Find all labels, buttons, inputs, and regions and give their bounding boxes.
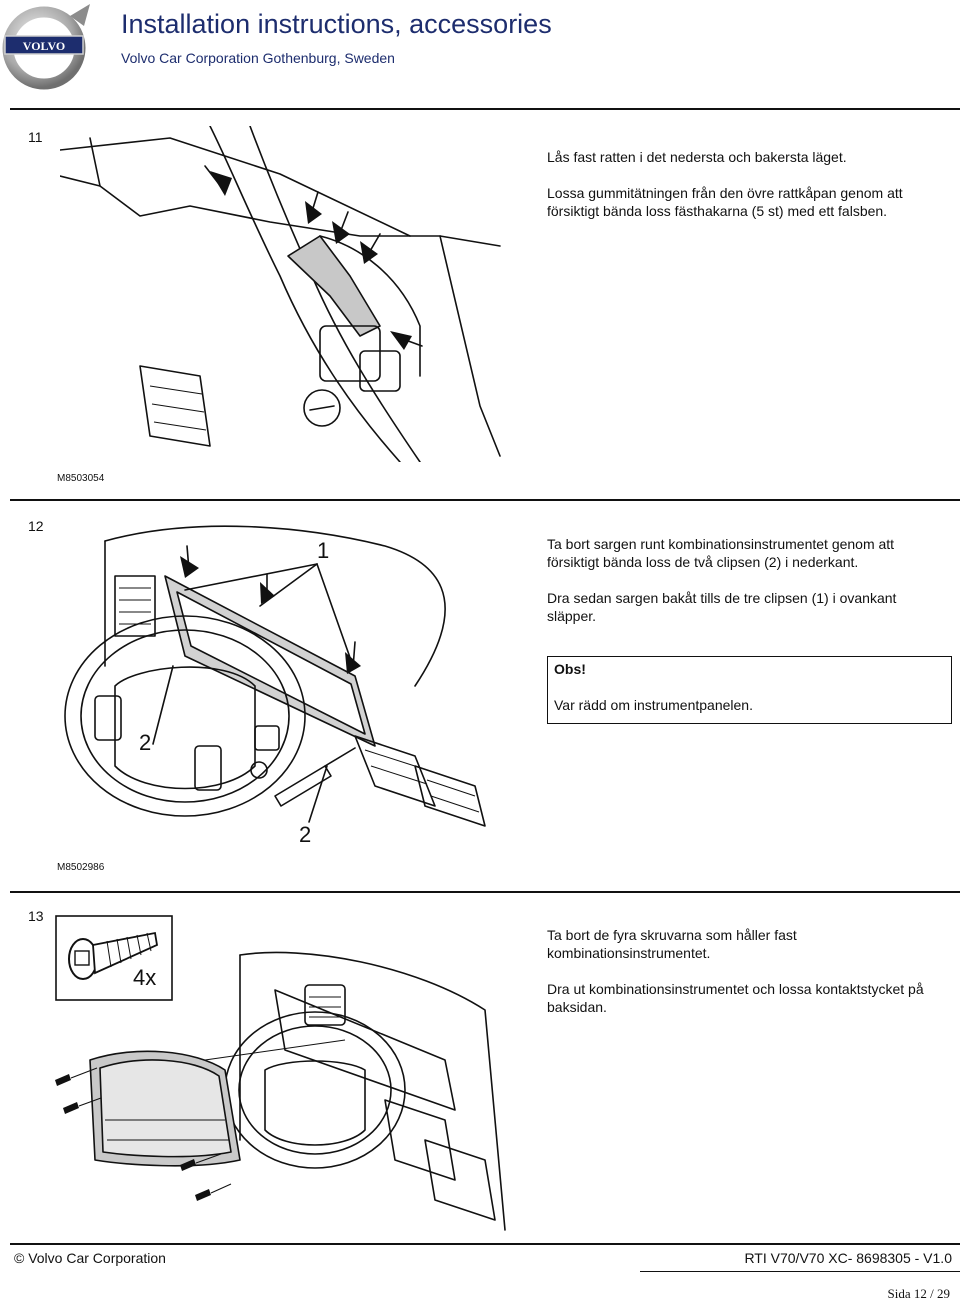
header-divider <box>10 108 960 110</box>
callout-2: 2 <box>299 822 311 847</box>
step-paragraph: Ta bort de fyra skruvarna som håller fas… <box>547 927 797 961</box>
step-paragraph: Lossa gummitätningen från den övre rattk… <box>547 185 903 219</box>
step-text: Ta bort de fyra skruvarna som håller fas… <box>547 926 942 1016</box>
cluster-removal-illustration <box>55 951 506 1231</box>
step-number: 11 <box>28 129 43 145</box>
footer-document-id: RTI V70/V70 XC- 8698305 - V1.0 <box>744 1250 952 1266</box>
figure-code: M8503054 <box>57 473 105 484</box>
step-text: Lås fast ratten i det nedersta och baker… <box>547 148 942 220</box>
footer-divider <box>10 1243 960 1245</box>
step-paragraph: Ta bort sargen runt kombinationsinstrume… <box>547 536 895 570</box>
screw-inset-illustration: 4x <box>55 915 173 1001</box>
instrument-panel-illustration: 1 2 2 <box>64 525 486 847</box>
step-divider <box>10 499 960 501</box>
step-text: Ta bort sargen runt kombinationsinstrume… <box>547 535 942 625</box>
footer-copyright: © Volvo Car Corporation <box>14 1250 166 1266</box>
page-title: Installation instructions, accessories <box>121 9 552 39</box>
page-number: Sida 12 / 29 <box>887 1286 950 1301</box>
figure-code: M8502986 <box>57 862 105 873</box>
logo-text: VOLVO <box>23 39 65 53</box>
footer-bottom-divider <box>640 1271 960 1272</box>
step-number: 13 <box>28 908 44 924</box>
step-divider <box>10 891 960 893</box>
step-paragraph: Dra ut kombinationsinstrumentet och loss… <box>547 981 924 1015</box>
callout-1: 1 <box>317 538 329 563</box>
quantity-label: 4x <box>133 965 156 990</box>
step-paragraph: Lås fast ratten i det nedersta och baker… <box>547 149 847 165</box>
note-body: Var rädd om instrumentpanelen. <box>554 697 753 713</box>
note-box: Obs! Var rädd om instrumentpanelen. <box>547 656 952 724</box>
note-heading: Obs! <box>554 661 586 677</box>
step-paragraph: Dra sedan sargen bakåt tills de tre clip… <box>547 590 897 624</box>
steering-column-illustration <box>60 126 501 462</box>
callout-2: 2 <box>139 730 151 755</box>
page-subtitle: Volvo Car Corporation Gothenburg, Sweden <box>121 50 395 66</box>
step-number: 12 <box>28 518 44 534</box>
volvo-logo: VOLVO <box>2 4 90 90</box>
